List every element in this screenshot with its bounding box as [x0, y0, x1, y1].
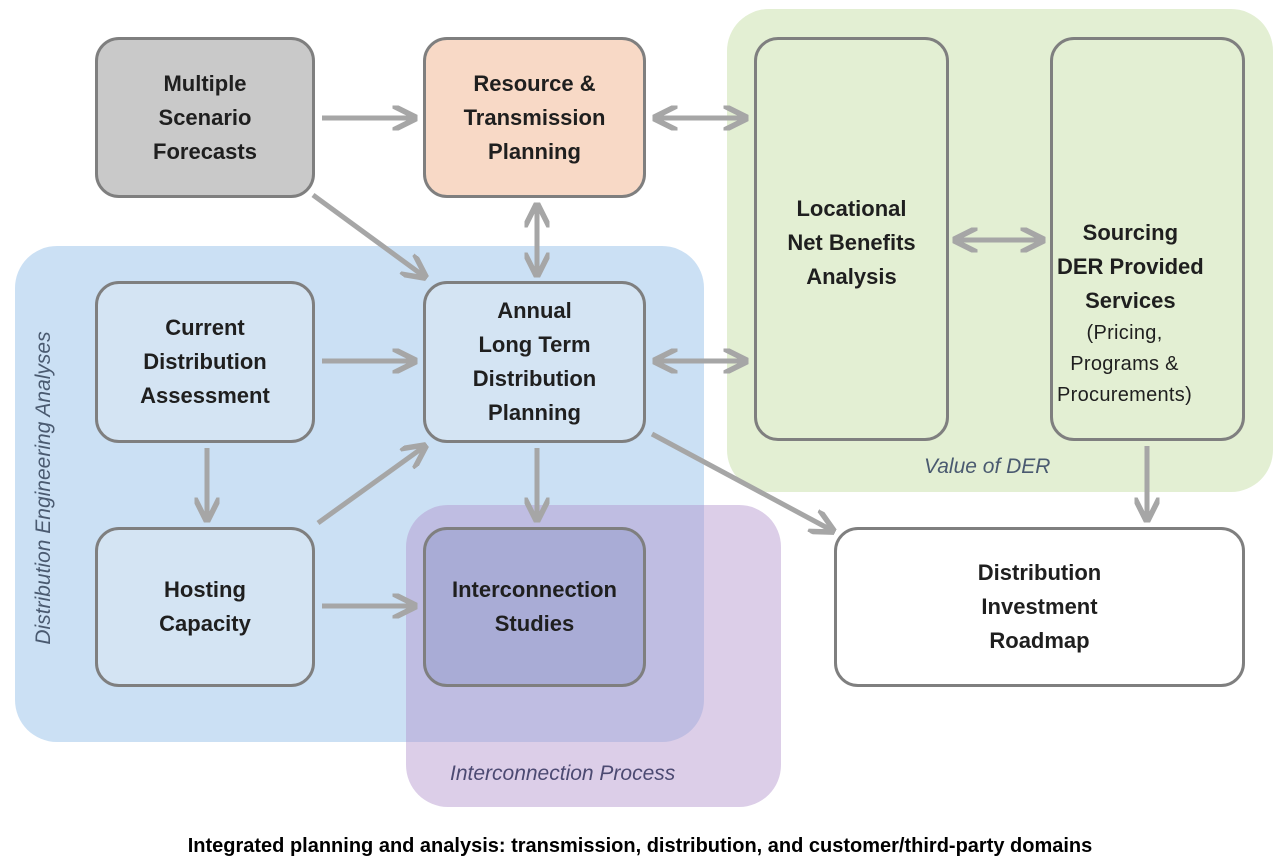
resource-text: Resource & Transmission Planning — [463, 70, 606, 164]
sourcing-der-services-box: Sourcing DER Provided Services (Pricing,… — [1050, 37, 1245, 441]
annual-text: Annual Long Term Distribution Planning — [472, 298, 597, 425]
locational-net-benefits-box: Locational Net Benefits Analysis — [754, 37, 949, 441]
current-distribution-assessment-box: Current Distribution Assessment — [95, 281, 315, 443]
roadmap-text: Distribution Investment Roadmap — [977, 560, 1102, 653]
locational-text: Locational Net Benefits Analysis — [787, 196, 916, 289]
multiple-scenario-forecasts-box: Multiple Scenario Forecasts — [95, 37, 315, 198]
interconnection-studies-box: Interconnection Studies — [423, 527, 646, 687]
arrow-forecasts-to-annual — [311, 192, 425, 277]
forecasts-text: Multiple Scenario Forecasts — [153, 70, 257, 164]
current-text: Current Distribution Assessment — [140, 315, 270, 408]
hosting-text: Hosting Capacity — [159, 577, 251, 636]
sourcing-title: Sourcing DER Provided Services — [1057, 219, 1204, 313]
interconnection-process-label: Interconnection Process — [450, 762, 676, 785]
resource-transmission-planning-box: Resource & Transmission Planning — [423, 37, 646, 198]
distribution-investment-roadmap-box: Distribution Investment Roadmap — [834, 527, 1245, 687]
figure-caption: Integrated planning and analysis: transm… — [187, 835, 1093, 857]
sourcing-subtitle: (Pricing, Programs & Procurements) — [1057, 321, 1193, 406]
interconnection-text: Interconnection Studies — [451, 577, 617, 636]
arrow-annual-to-roadmap — [650, 431, 833, 531]
hosting-capacity-box: Hosting Capacity — [95, 527, 315, 687]
value-of-der-label: Value of DER — [924, 455, 1051, 478]
arrow-hosting-to-annual — [316, 446, 425, 526]
annual-long-term-distribution-planning-box: Annual Long Term Distribution Planning — [423, 281, 646, 443]
